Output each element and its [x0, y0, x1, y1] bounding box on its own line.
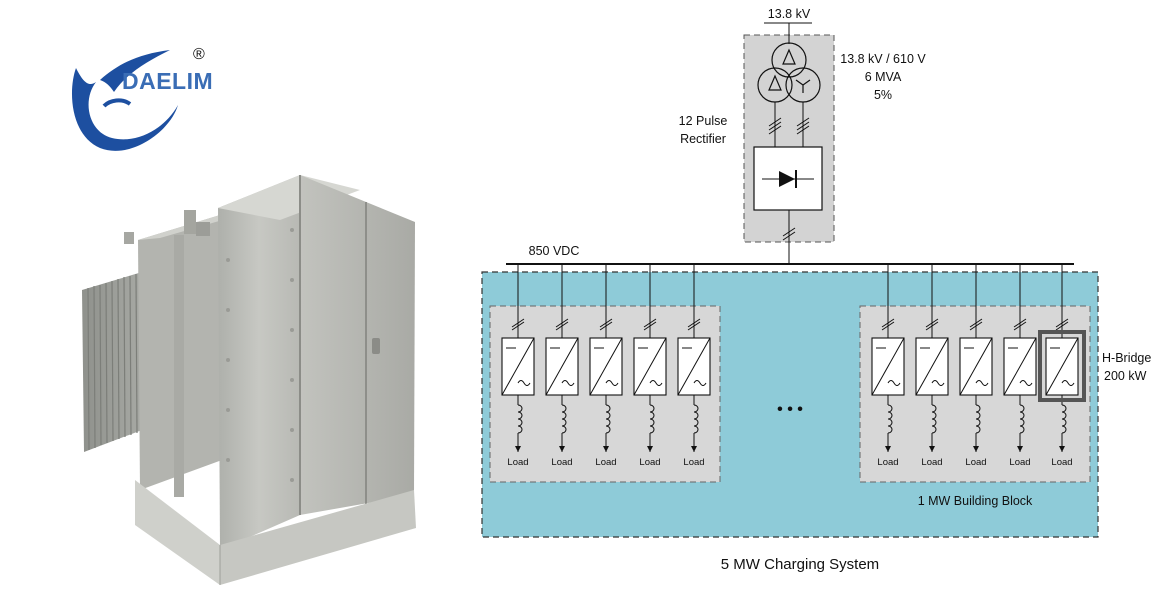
dc-bus-label: 850 VDC	[529, 244, 580, 258]
rectifier-label-line2: Rectifier	[680, 132, 726, 146]
cooling-fins	[82, 272, 142, 452]
load-label: Load	[551, 457, 572, 468]
converter-unit: Load	[915, 264, 949, 468]
inductor-icon	[887, 404, 893, 434]
converter-unit: Load	[1045, 264, 1079, 468]
building-block-label: 1 MW Building Block	[918, 494, 1033, 508]
converter-unit: Load	[1003, 264, 1037, 468]
transformer-photo	[82, 175, 416, 585]
inductor-icon	[931, 404, 937, 434]
converter-unit: Load	[545, 264, 579, 468]
converter-unit: Load	[633, 264, 667, 468]
h-bridge-highlight	[1038, 330, 1086, 402]
inductor-icon	[561, 404, 567, 434]
load-label: Load	[1051, 457, 1072, 468]
daelim-logo: DAELIM ®	[71, 46, 213, 151]
rectifier-label-line1: 12 Pulse	[679, 114, 728, 128]
source-voltage-label: 13.8 kV	[768, 7, 811, 21]
system-label: 5 MW Charging System	[721, 556, 879, 573]
ellipsis: • • •	[777, 401, 803, 418]
inductor-icon	[1019, 404, 1025, 434]
converter-unit: Load	[589, 264, 623, 468]
load-label: Load	[1009, 457, 1030, 468]
load-label: Load	[595, 457, 616, 468]
load-label: Load	[507, 457, 528, 468]
h-bridge-label-line1: H-Bridge	[1102, 351, 1151, 365]
load-label: Load	[639, 457, 660, 468]
load-label: Load	[965, 457, 986, 468]
brand-name: DAELIM	[122, 68, 213, 94]
transformer-rating-line1: 13.8 kV / 610 V	[840, 52, 926, 66]
registered-mark: ®	[193, 46, 205, 63]
converter-unit: Load	[501, 264, 535, 468]
inductor-icon	[605, 404, 611, 434]
inductor-icon	[517, 404, 523, 434]
converter-units: Load Load Load Load Load Load Load Load Load Load	[501, 264, 1079, 468]
load-label: Load	[877, 457, 898, 468]
load-label: Load	[921, 457, 942, 468]
h-bridge-label-line2: 200 kW	[1104, 369, 1147, 383]
converter-unit: Load	[871, 264, 905, 468]
converter-unit: Load	[677, 264, 711, 468]
charging-system-diagram: 13.8 kV 13.8 kV / 610 V 6 MVA 5% 12 Puls…	[481, 7, 1151, 573]
converter-unit: Load	[959, 264, 993, 468]
inductor-icon	[1061, 404, 1067, 434]
inductor-icon	[693, 404, 699, 434]
transformer-rating-line3: 5%	[874, 88, 892, 102]
rectifier-diode-icon	[753, 146, 823, 211]
load-label: Load	[683, 457, 704, 468]
transformer-rating-line2: 6 MVA	[865, 70, 902, 84]
inductor-icon	[649, 404, 655, 434]
daelim-logo-mark	[71, 50, 178, 151]
inductor-icon	[975, 404, 981, 434]
